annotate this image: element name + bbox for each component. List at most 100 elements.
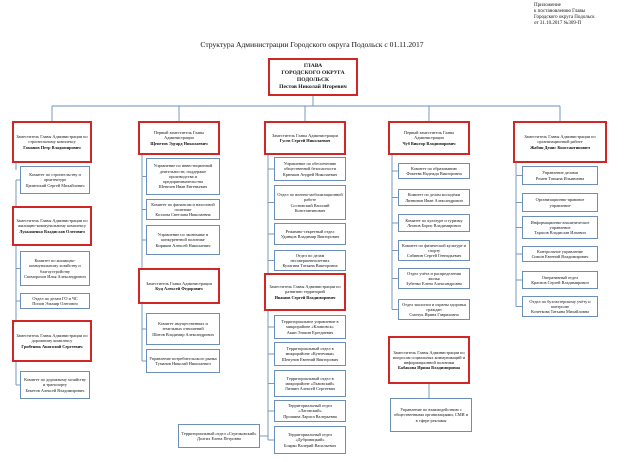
unit-title: Территориальный отдел «Лаговский» xyxy=(287,403,333,414)
unit-title: Первый заместитель Главы Администрации xyxy=(404,130,454,141)
head-line: ГОРОДСКОГО ОКРУГА xyxy=(281,70,345,77)
unit-title: Комитет по финансам и налоговой политике xyxy=(151,201,215,212)
org-unit-c2-property: Комитет имущественных и земельных отноше… xyxy=(146,313,220,345)
org-unit-c2-finance: Комитет по финансам и налоговой политике… xyxy=(146,199,220,220)
unit-head-person: Тарасов Владислав Ильевич xyxy=(534,230,586,236)
unit-head-person: Щепетов Эдуард Николаевич xyxy=(150,140,208,146)
unit-head-person: Сосновский Василий Константинович xyxy=(290,202,330,213)
unit-title: Управление потребительского рынка xyxy=(149,355,217,361)
unit-head-person: Куц Алексей Федорович xyxy=(155,286,203,291)
org-unit-c3-safety: Управление по обеспечению общественной б… xyxy=(274,157,346,181)
unit-title: Комитет по образованию xyxy=(411,165,457,171)
org-unit-c5-legal: Организационно-правовое управление xyxy=(522,193,598,212)
unit-head-person: Лукьяненко Владислав Олегович xyxy=(19,228,85,234)
unit-head-person: Литвинов Иван Александрович xyxy=(405,197,463,203)
unit-head-person: Шевелев Иван Евгеньевич xyxy=(158,184,208,190)
unit-title: Комитет по делам молодёжи xyxy=(407,192,461,198)
unit-title: Комитет по дорожному хозяйству и транспо… xyxy=(24,377,86,388)
org-unit-c2-invest: Управление по инвестиционной деятельност… xyxy=(146,158,220,195)
unit-title: Заместитель Главы Администрации по дорож… xyxy=(16,333,88,344)
unit-head-person: Леонов Борис Владимирович xyxy=(407,223,461,228)
unit-head-person: Кулагина Татьяна Викторовна xyxy=(282,263,338,269)
unit-head-person: Гусев Сергей Николаевич xyxy=(279,138,331,143)
org-unit-c1-roads: Комитет по дорожному хозяйству и транспо… xyxy=(20,371,90,399)
unit-head-person: Скоморохов Илья Александрович xyxy=(24,273,86,279)
unit-title: Комитет по физической культуре и спорту xyxy=(402,242,466,253)
org-unit-c1-deputy2: Заместитель Главы Администрации по жилищ… xyxy=(12,206,92,246)
annex-line: к постановлению Главы xyxy=(534,9,586,14)
unit-title: Информационно-аналитическое управление xyxy=(530,219,590,230)
unit-head-person: Бекетов Алексей Владимирович xyxy=(25,387,85,393)
unit-head-person: Краснов Сергей Владимирович xyxy=(531,280,589,285)
org-unit-c5-deputy: Заместитель Главы Администрации по орган… xyxy=(513,121,607,163)
unit-head-person: Попов Эльмир Олегович xyxy=(32,301,78,306)
head-line: ПОДОЛЬСК xyxy=(296,77,330,83)
unit-title: Отдел по делам ГО и ЧС xyxy=(32,295,78,301)
org-unit-c1-zhkh: Комитет по жилищно-коммунальному хозяйст… xyxy=(20,251,90,286)
org-unit-c3-klimovsk: Территориальное управление в микрорайоне… xyxy=(274,315,346,339)
head-box: ГЛАВА ГОРОДСКОГО ОКРУГА ПОДОЛЬСК Пестов … xyxy=(268,58,358,96)
unit-title: Заместитель Главы Администрации xyxy=(146,280,212,286)
unit-title: Территориальный отдел в микрорайоне «Льв… xyxy=(285,375,335,386)
unit-title: Заместитель Главы Администрации по разви… xyxy=(269,284,341,295)
unit-head-person: Боярко Валерий Васильевич xyxy=(284,442,336,448)
unit-title: Управление делами xyxy=(542,170,578,176)
unit-head-person: Крючков Андрей Николаевич xyxy=(282,171,338,177)
unit-title: Организационно-правовое управление xyxy=(535,197,585,208)
unit-title: Первый заместитель Главы Администрации xyxy=(154,130,204,141)
unit-head-person: Чуб Виктор Владимирович xyxy=(402,140,456,146)
unit-title: Комитет имущественных и земельных отноше… xyxy=(158,321,208,332)
unit-title: Территориальный отдел «Дубровицкий» xyxy=(287,432,333,443)
org-unit-c3-kuznechiki: Территориальный отдел в микрорайоне «Куз… xyxy=(274,342,346,366)
unit-title: Управление по взаимодействию с обществен… xyxy=(393,407,468,423)
unit-head-person: Жабин Денис Константинович xyxy=(530,144,590,150)
unit-head-person: Прошина Лариса Валерьевна xyxy=(283,413,337,419)
org-unit-c4-comms: Управление по взаимодействию с обществен… xyxy=(390,398,472,432)
org-unit-c3-lvovsky: Территориальный отдел в микрорайоне «Льв… xyxy=(274,370,346,397)
unit-head-person: Шепунов Евгений Викторович xyxy=(281,356,339,362)
unit-head-person: Бабакова Ирина Владимировна xyxy=(397,365,461,371)
unit-title: Управление по обеспечению общественной б… xyxy=(283,161,337,172)
unit-head-person: Зубенко Елена Александровна xyxy=(406,281,462,287)
unit-title: Отдел по делам несовершеннолетних xyxy=(290,252,330,263)
unit-title: Отдел экологии и охраны здоровья граждан xyxy=(402,301,466,312)
unit-title: Отдел учёта и распределения жилья xyxy=(407,270,461,281)
unit-head-person: Туманов Николай Николаевич xyxy=(155,361,211,366)
org-unit-c3-strelkovsky: Территориальный отдел «Стрелковский»Долг… xyxy=(178,424,260,448)
unit-title: Комитет по культуре и туризму xyxy=(405,217,463,223)
unit-title: Оперативный отдел xyxy=(541,274,579,280)
org-unit-c1-deputy: Заместитель Главы Администрации по строи… xyxy=(12,121,92,163)
unit-head-person: Ромен Татьяна Ильинична xyxy=(535,175,585,181)
unit-title: Территориальное управление в микрорайоне… xyxy=(281,319,339,330)
unit-title: Территориальный отдел «Стрелковский» xyxy=(181,430,257,436)
unit-title: Заместитель Главы Администрации xyxy=(272,132,338,138)
org-unit-c5-accounting: Отдел по бухгалтерскому учёту и контролю… xyxy=(522,296,598,317)
head-line: ГЛАВА xyxy=(303,63,323,70)
unit-head-person: Симон Евгений Владимирович xyxy=(531,254,589,259)
unit-head-person: Смочук Ирина Гавриловна xyxy=(409,312,459,318)
unit-head-person: Сабинин Сергей Геннадьевич xyxy=(406,253,462,259)
page-title: Структура Администрации Городского округ… xyxy=(200,40,424,49)
unit-head-person: Удинцов Владимир Викторович xyxy=(280,234,340,239)
head-person: Пестов Николай Игоревич xyxy=(279,83,347,90)
unit-title: Комитет по жилищно-коммунальному хозяйст… xyxy=(29,258,81,274)
unit-title: Управление по инвестиционной деятельност… xyxy=(153,163,213,185)
org-unit-c3-deputy2: Заместитель Главы Администрации по разви… xyxy=(264,273,346,311)
annex-line: Приложение xyxy=(534,3,561,8)
unit-title: Режимно-секретный отдел xyxy=(285,228,335,234)
